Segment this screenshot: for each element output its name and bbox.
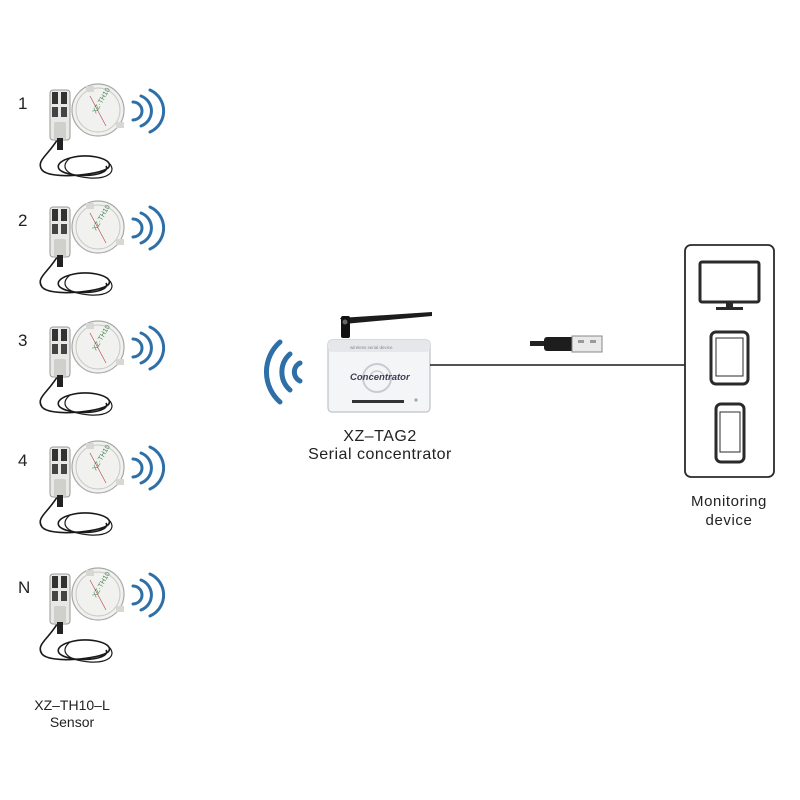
concentrator-device-image: wireless serial device Concentrator [264,312,432,413]
svg-text:wireless serial device: wireless serial device [350,345,393,350]
sensor-type: Sensor [49,714,95,730]
phone-icon [714,402,746,464]
tablet-icon [709,330,750,386]
sensor-device-image: XZ·TH10 [39,440,166,536]
monitoring-caption: Monitoring device [670,492,788,530]
monitor-icon [698,260,761,310]
sensor-number: 4 [18,451,28,470]
sensor-number: 3 [18,331,28,350]
monitoring-line1: Monitoring [690,493,768,510]
monitoring-device-panel [684,244,775,478]
concentrator-caption: XZ–TAG2 Serial concentrator [280,428,480,464]
monitoring-line2: device [705,512,753,529]
usb-connection [430,335,686,366]
sensor-model: XZ–TH10–L [34,697,110,713]
sensor-device-image: XZ·TH10 [39,567,166,663]
concentrator-model: XZ–TAG2 [343,428,417,445]
usb-plug-icon [530,335,603,353]
sensor-device-image: XZ·TH10 [39,320,166,416]
sensor-number: 2 [18,211,28,230]
concentrator-type: Serial concentrator [308,446,452,463]
sensor-caption: XZ–TH10–L Sensor [12,697,132,731]
sensor-number: N [18,578,31,597]
concentrator-device-text: Concentrator [350,372,411,383]
sensor-device-image: XZ·TH10 [39,200,166,296]
sensor-device-image: XZ·TH10 [39,83,166,179]
sensor-number: 1 [18,94,28,113]
